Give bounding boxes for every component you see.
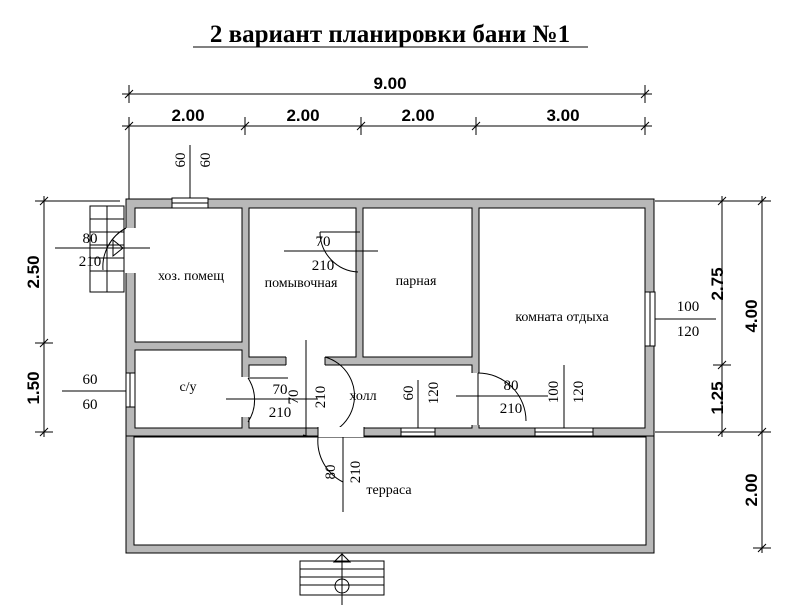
opening-labels: 60 60 80 210 70 210 100 120 60 60 70 210…	[55, 145, 716, 483]
room-label-wc: с/у	[179, 380, 196, 395]
room-steam	[362, 207, 473, 358]
dim-seg-2: 2.00	[286, 106, 319, 125]
room-label-washroom: помывочная	[265, 276, 338, 291]
top-dimensions: 9.00 2.00 2.00 2.00 3.00	[122, 74, 652, 200]
left-dimensions: 2.50 1.50	[24, 196, 120, 437]
room-label-hall: холл	[349, 389, 376, 404]
lbl-win-rest-h: 120	[677, 324, 700, 340]
lbl-door-storage-h: 210	[79, 254, 102, 270]
room-storage	[134, 207, 243, 343]
lbl-win-top-w: 60	[173, 153, 189, 168]
dim-left-bottom: 1.50	[24, 371, 43, 404]
lbl-door-hall-h: 70	[286, 390, 302, 405]
lbl-door-hall-w: 210	[313, 386, 329, 409]
dim-right-total: 4.00	[742, 299, 761, 332]
lbl-door-storage-w: 80	[83, 231, 98, 247]
lbl-door-rest-h: 210	[500, 401, 523, 417]
left-steps	[89, 205, 125, 293]
lbl-door-rest-w: 80	[504, 378, 519, 394]
room-label-terrace: терраса	[366, 483, 412, 498]
terrace-area	[125, 435, 655, 554]
dim-right-top: 2.75	[708, 267, 727, 300]
room-label-rest: комната отдыха	[515, 310, 609, 325]
lbl-door-wc-h: 210	[269, 405, 292, 421]
dim-seg-4: 3.00	[546, 106, 579, 125]
dim-right-terrace: 2.00	[742, 473, 761, 506]
lbl-win-wc-w: 60	[83, 372, 98, 388]
right-dimensions: 2.75 1.25 4.00 2.00	[655, 196, 771, 553]
room-label-steam: парная	[396, 274, 437, 289]
dim-seg-3: 2.00	[401, 106, 434, 125]
lbl-door-terrace-h: 210	[348, 461, 364, 484]
lbl-win-rest2-w: 100	[546, 381, 562, 404]
lbl-door-terrace-w: 80	[323, 465, 339, 480]
lbl-win-rest2-h: 120	[571, 381, 587, 404]
lbl-door-wc-w: 70	[273, 382, 288, 398]
lbl-door-wash-h: 210	[312, 258, 335, 274]
room-label-storage: хоз. помещ	[158, 269, 224, 284]
lbl-win-rest-w: 100	[677, 299, 700, 315]
room-wc	[134, 349, 243, 429]
dim-seg-1: 2.00	[171, 106, 204, 125]
dim-right-mid: 1.25	[708, 381, 727, 414]
lbl-win-hall-h: 120	[426, 382, 442, 405]
lbl-win-top-h: 60	[198, 153, 214, 168]
building-walls	[125, 198, 655, 438]
dim-overall-width: 9.00	[373, 74, 406, 93]
plan-title: 2 вариант планировки бани №1	[210, 21, 570, 48]
room-hall	[248, 364, 473, 429]
dim-left-top: 2.50	[24, 255, 43, 288]
front-steps	[299, 553, 385, 605]
lbl-door-wash-w: 70	[316, 234, 331, 250]
room-washroom	[248, 207, 357, 358]
lbl-win-hall-w: 60	[401, 386, 417, 401]
lbl-win-wc-h: 60	[83, 397, 98, 413]
